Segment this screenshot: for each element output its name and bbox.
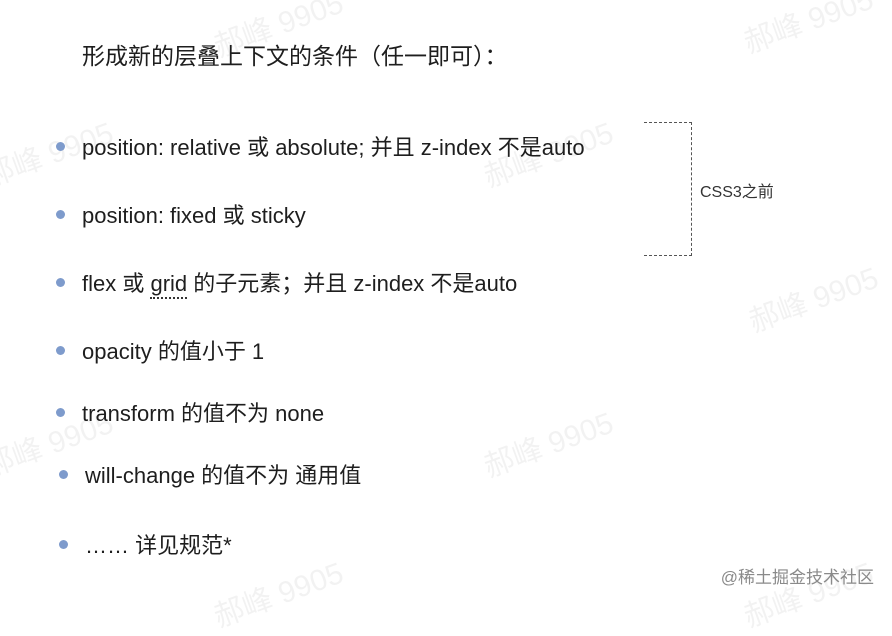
grid-term: grid bbox=[150, 271, 188, 299]
bullet-icon bbox=[56, 209, 65, 219]
list-item: will-change 的值不为 通用值 bbox=[59, 459, 361, 489]
credit-text: @稀土掘金技术社区 bbox=[720, 568, 874, 587]
bullet-icon bbox=[56, 141, 65, 151]
list-item-text: transform 的值不为 none bbox=[82, 401, 325, 426]
list-item-text: …… 详见规范* bbox=[85, 533, 232, 558]
list-item: position: relative 或 absolute; 并且 z-inde… bbox=[56, 131, 585, 161]
bullet-icon bbox=[59, 469, 68, 479]
watermark: 郝峰 9905 bbox=[739, 0, 878, 60]
list-item: position: fixed 或 sticky bbox=[56, 199, 306, 229]
list-item-text: opacity 的值小于 1 bbox=[82, 339, 265, 364]
list-item-text-post: 的子元素；并且 z-index 不是auto bbox=[187, 271, 518, 296]
list-item-text: position: relative 或 absolute; 并且 z-inde… bbox=[82, 135, 585, 160]
watermark: 郝峰 9905 bbox=[479, 406, 618, 484]
list-item: transform 的值不为 none bbox=[56, 397, 324, 427]
css3-bracket bbox=[644, 122, 692, 256]
bullet-icon bbox=[56, 345, 65, 355]
list-item: opacity 的值小于 1 bbox=[56, 335, 264, 365]
watermark: 郝峰 9905 bbox=[744, 261, 883, 339]
bullet-icon bbox=[59, 539, 68, 549]
list-item: …… 详见规范* bbox=[59, 529, 232, 559]
bracket-label: CSS3之前 bbox=[700, 184, 774, 201]
watermark: 郝峰 9905 bbox=[739, 556, 878, 634]
heading: 形成新的层叠上下文的条件（任一即可）： bbox=[82, 43, 508, 69]
list-item-text: flex 或 grid 的子元素；并且 z-index 不是auto bbox=[82, 266, 518, 299]
list-item: flex 或 grid 的子元素；并且 z-index 不是auto bbox=[56, 266, 518, 299]
list-item-text: position: fixed 或 sticky bbox=[82, 203, 306, 228]
watermark: 郝峰 9905 bbox=[209, 556, 348, 634]
bullet-icon bbox=[56, 407, 65, 417]
bullet-icon bbox=[56, 277, 65, 287]
list-item-text-pre: flex 或 bbox=[82, 271, 151, 296]
list-item-text: will-change 的值不为 通用值 bbox=[85, 463, 362, 488]
